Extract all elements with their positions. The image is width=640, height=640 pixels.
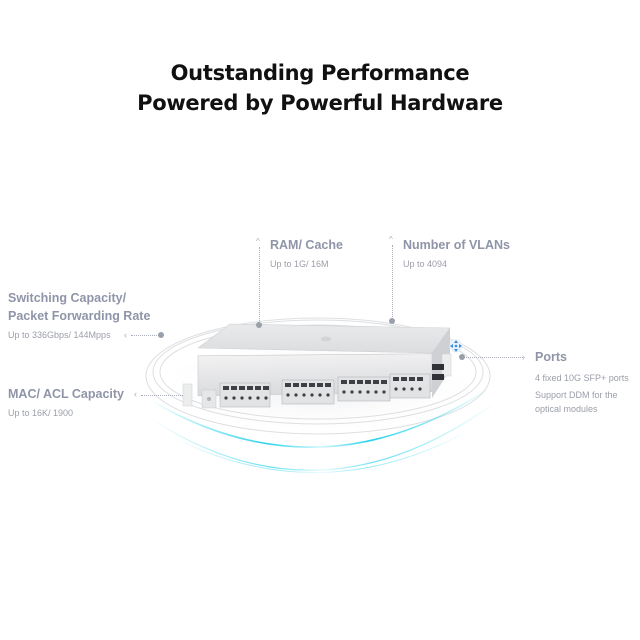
switching-capacity-title-2: Packet Forwarding Rate xyxy=(8,309,151,323)
ram-cache-title: RAM/ Cache xyxy=(270,238,343,252)
heading-line-1: Outstanding Performance xyxy=(170,61,470,85)
switching-anchor-dot xyxy=(158,332,164,338)
ports-leader-line xyxy=(466,357,523,358)
switching-capacity-value: Up to 336Gbps/ 144Mpps xyxy=(8,330,111,340)
vlan-anchor-dot xyxy=(389,318,395,324)
switching-capacity-title-1: Switching Capacity/ xyxy=(8,291,127,305)
cyan-rings xyxy=(149,387,497,474)
network-switch xyxy=(182,323,452,409)
ports-line-2: Support DDM for the xyxy=(535,390,618,400)
sfp-ports xyxy=(432,364,444,380)
ports-line-3: optical modules xyxy=(535,404,598,414)
arrow-left-icon-2: ‹ xyxy=(134,389,137,399)
arrow-left-icon: ‹ xyxy=(124,330,127,340)
mac-acl-title: MAC/ ACL Capacity xyxy=(8,387,124,401)
ports-anchor-dot xyxy=(459,354,465,360)
page-heading: Outstanding Performance Powered by Power… xyxy=(0,58,640,118)
vlan-leader-line xyxy=(392,245,393,319)
ports-title: Ports xyxy=(535,350,567,364)
arrow-right-icon: › xyxy=(522,352,525,362)
rj45-ports xyxy=(223,377,423,400)
mac-acl-leader-line xyxy=(141,395,183,396)
vlan-value: Up to 4094 xyxy=(403,259,448,269)
move-arrows-icon[interactable] xyxy=(449,339,463,353)
ports-line-1: 4 fixed 10G SFP+ ports xyxy=(535,373,629,383)
ram-cache-value: Up to 1G/ 16M xyxy=(270,259,329,269)
heading-line-2: Powered by Powerful Hardware xyxy=(137,91,503,115)
ram-leader-line xyxy=(259,247,260,323)
arrow-up-icon-2: ^ xyxy=(389,235,393,244)
ram-anchor-dot xyxy=(256,322,262,328)
arrow-up-icon: ^ xyxy=(256,237,260,246)
mac-acl-value: Up to 16K/ 1900 xyxy=(8,408,74,418)
vlan-title: Number of VLANs xyxy=(403,238,510,252)
switching-leader-line xyxy=(131,335,159,336)
grey-rings xyxy=(145,317,491,435)
